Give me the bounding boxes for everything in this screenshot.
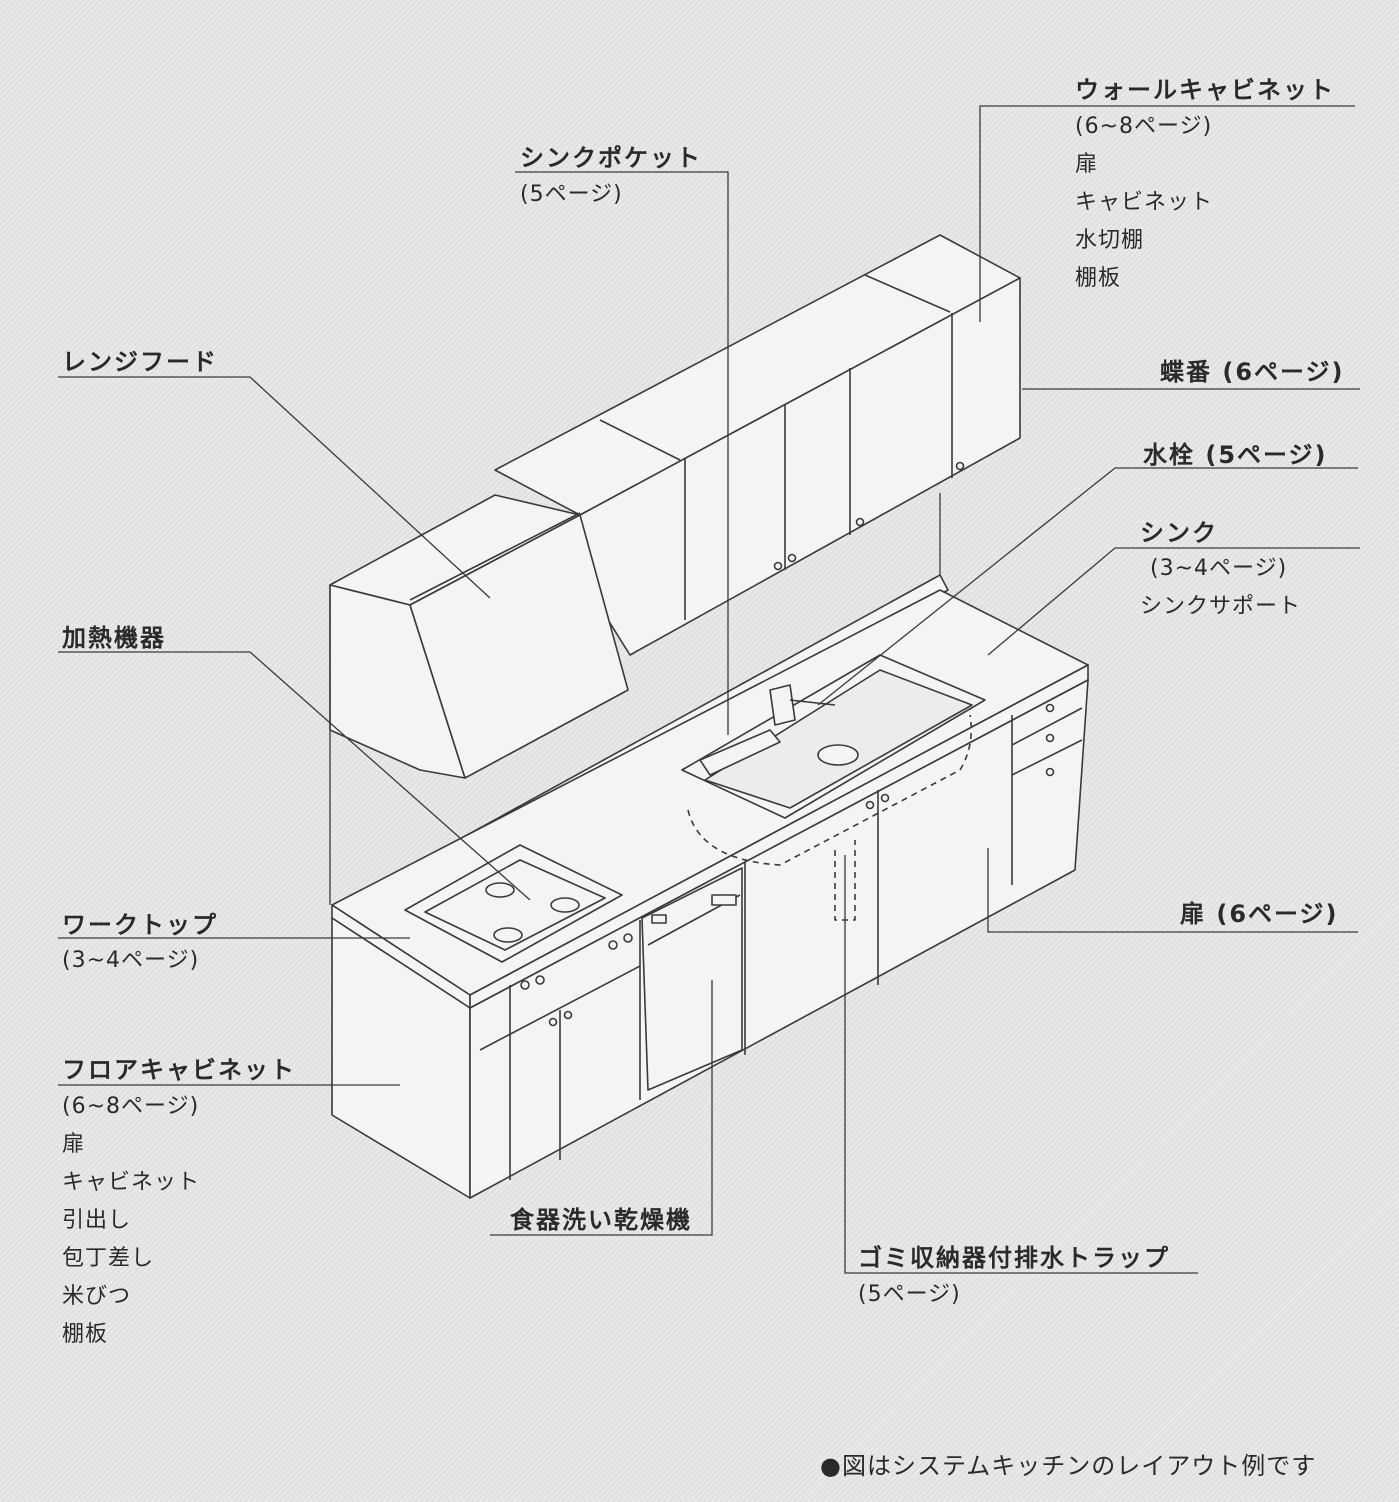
wall-cabinet	[494, 234, 1021, 656]
wall-cabinet-item: キャビネット	[1075, 190, 1214, 215]
dishwasher-shape	[641, 867, 743, 1091]
worktop-title: ワークトップ	[62, 911, 218, 939]
floor-cabinet-page: (6~8ページ)	[62, 1094, 200, 1119]
wall-cabinet-page: (6~8ページ)	[1075, 114, 1213, 139]
floor-cabinet-title: フロアキャビネット	[62, 1056, 296, 1084]
dishwasher-title: 食器洗い乾燥機	[510, 1206, 692, 1234]
range-hood-shape	[329, 494, 629, 779]
sink-pocket-title: シンクポケット	[520, 144, 702, 172]
leader-wall-cabinet	[979, 105, 1355, 322]
faucet-title: 水栓 (5ページ)	[1143, 441, 1328, 469]
leader-range-hood	[58, 376, 491, 599]
wall-cabinet-item: 扉	[1075, 152, 1099, 177]
leader-faucet	[817, 467, 1358, 706]
floor-cabinet-item: 包丁差し	[62, 1246, 155, 1271]
floor-cabinet-item: 棚板	[62, 1322, 109, 1347]
leader-drain-trap	[844, 855, 1198, 1274]
heater-title: 加熱機器	[62, 624, 166, 652]
wall-cabinet-title: ウォールキャビネット	[1075, 76, 1335, 104]
sink-pocket-page: (5ページ)	[520, 182, 623, 207]
floor-cabinet-item: キャビネット	[62, 1170, 201, 1195]
sink-page: (3~4ページ)	[1150, 556, 1288, 581]
floor-cabinet-item: 引出し	[62, 1208, 132, 1233]
wall-cabinet-item: 水切棚	[1075, 228, 1145, 253]
floor-cabinet-item: 米びつ	[62, 1284, 132, 1309]
footnote: ●図はシステムキッチンのレイアウト例です	[820, 1452, 1317, 1480]
sink-item: シンクサポート	[1140, 594, 1302, 619]
range-hood-title: レンジフード	[62, 348, 218, 376]
drain-trap-page: (5ページ)	[858, 1282, 961, 1307]
sink-shape	[681, 654, 986, 921]
leader-door	[987, 848, 1358, 933]
leader-heater	[58, 651, 531, 901]
stove-shape	[404, 844, 623, 963]
drain-trap-title: ゴミ収納器付排水トラップ	[858, 1244, 1170, 1272]
worktop-page: (3~4ページ)	[62, 948, 200, 973]
floor-cabinet-item: 扉	[62, 1132, 86, 1157]
leader-dishwasher	[490, 980, 713, 1236]
door-title: 扉 (6ページ)	[1180, 900, 1339, 928]
hinge-title: 蝶番 (6ページ)	[1160, 358, 1345, 386]
sink-title: シンク	[1140, 519, 1218, 547]
leader-sink-pocket	[515, 171, 729, 735]
leader-sink	[987, 547, 1360, 656]
wall-cabinet-item: 棚板	[1075, 266, 1122, 291]
